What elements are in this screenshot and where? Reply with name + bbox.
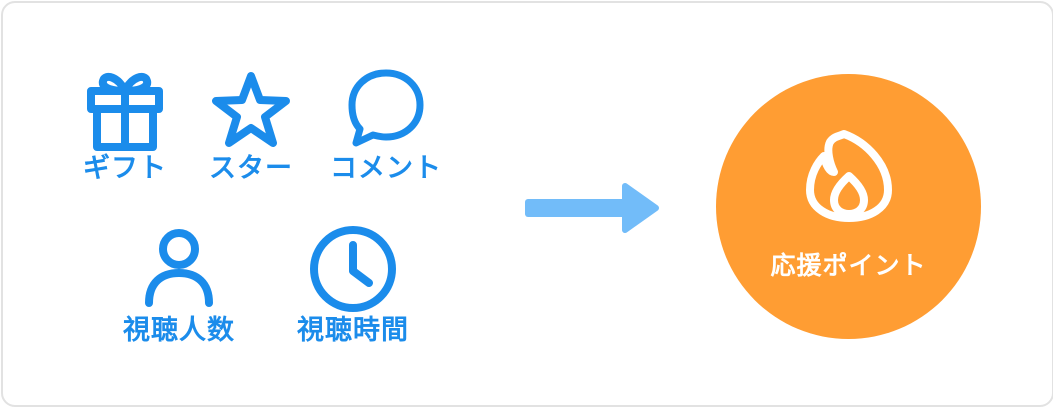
gift-icon	[83, 67, 167, 151]
input-item-comment: コメント	[321, 67, 451, 182]
input-label: コメント	[330, 153, 442, 184]
star-icon	[209, 67, 293, 151]
comment-icon	[344, 67, 428, 151]
right-arrow-icon	[525, 180, 661, 241]
person-icon	[137, 225, 221, 309]
support-points-badge: 応援ポイント	[716, 74, 981, 339]
input-label: スター	[209, 153, 293, 184]
clock-icon	[309, 225, 397, 313]
input-item-viewers: 視聴人数	[109, 225, 249, 344]
input-label: 視聴人数	[123, 315, 235, 346]
flame-icon	[804, 128, 894, 229]
input-label: 視聴時間	[297, 315, 409, 346]
input-item-watch-time: 視聴時間	[283, 225, 423, 344]
input-label: ギフト	[83, 153, 167, 184]
input-item-gift: ギフト	[75, 67, 175, 182]
input-item-star: スター	[201, 67, 301, 182]
support-points-label: 応援ポイント	[770, 251, 927, 280]
